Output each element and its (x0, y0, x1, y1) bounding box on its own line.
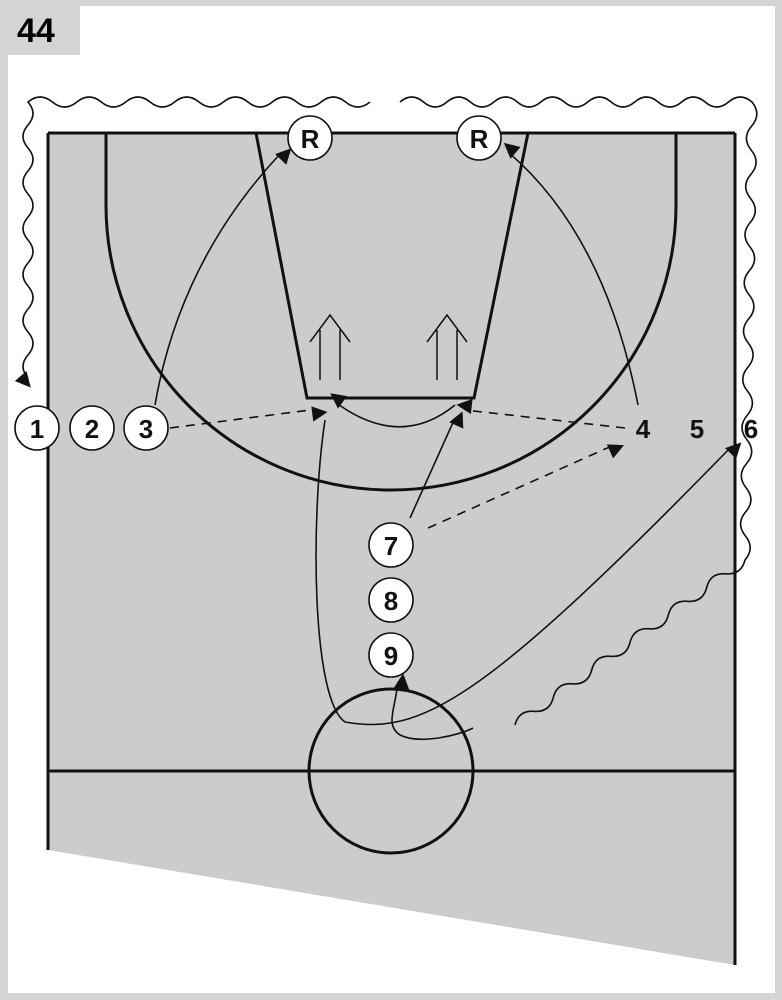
pass-3 (169, 406, 328, 429)
player-2-circle (69, 405, 115, 451)
rebounder-right-circle (456, 115, 502, 161)
three-point-line (104, 133, 678, 492)
dribble-paths (14, 96, 758, 726)
player-5: 5 (690, 414, 704, 444)
pass-4 (456, 398, 626, 429)
cut-3-to-rebounder (154, 148, 292, 406)
cut-4-to-rebounder (503, 142, 639, 406)
screen-arrow-icons (309, 313, 468, 380)
movement-paths (154, 142, 742, 740)
player-9: 9 (384, 641, 398, 671)
rebounder-left: R (301, 124, 320, 154)
cut-to-wing-6 (315, 419, 742, 726)
player-4: 4 (636, 414, 651, 444)
center-circle (307, 687, 475, 855)
diagram-number: 44 (17, 12, 55, 50)
player-6: 6 (744, 414, 758, 444)
curve-under-lane (330, 393, 456, 428)
cut-to-9 (391, 673, 410, 736)
rebounder-left-circle (287, 115, 333, 161)
loop-path (399, 727, 474, 740)
cut-7-to-block (409, 411, 464, 519)
pass-lines (169, 398, 626, 529)
player-2: 2 (85, 414, 99, 444)
player-1: 1 (30, 414, 44, 444)
player-8-circle (368, 577, 414, 623)
player-1-circle (14, 405, 60, 451)
dribble-top-to-player-1 (14, 96, 371, 388)
lane (254, 132, 530, 400)
dribble-top-right (399, 96, 758, 726)
pass-7-to-4 (427, 444, 625, 529)
player-8: 8 (384, 586, 398, 616)
player-7: 7 (384, 531, 398, 561)
rebounder-right: R (470, 124, 489, 154)
player-7-circle (368, 522, 414, 568)
player-3-circle (123, 405, 169, 451)
player-3: 3 (139, 414, 153, 444)
player-9-circle (368, 632, 414, 678)
